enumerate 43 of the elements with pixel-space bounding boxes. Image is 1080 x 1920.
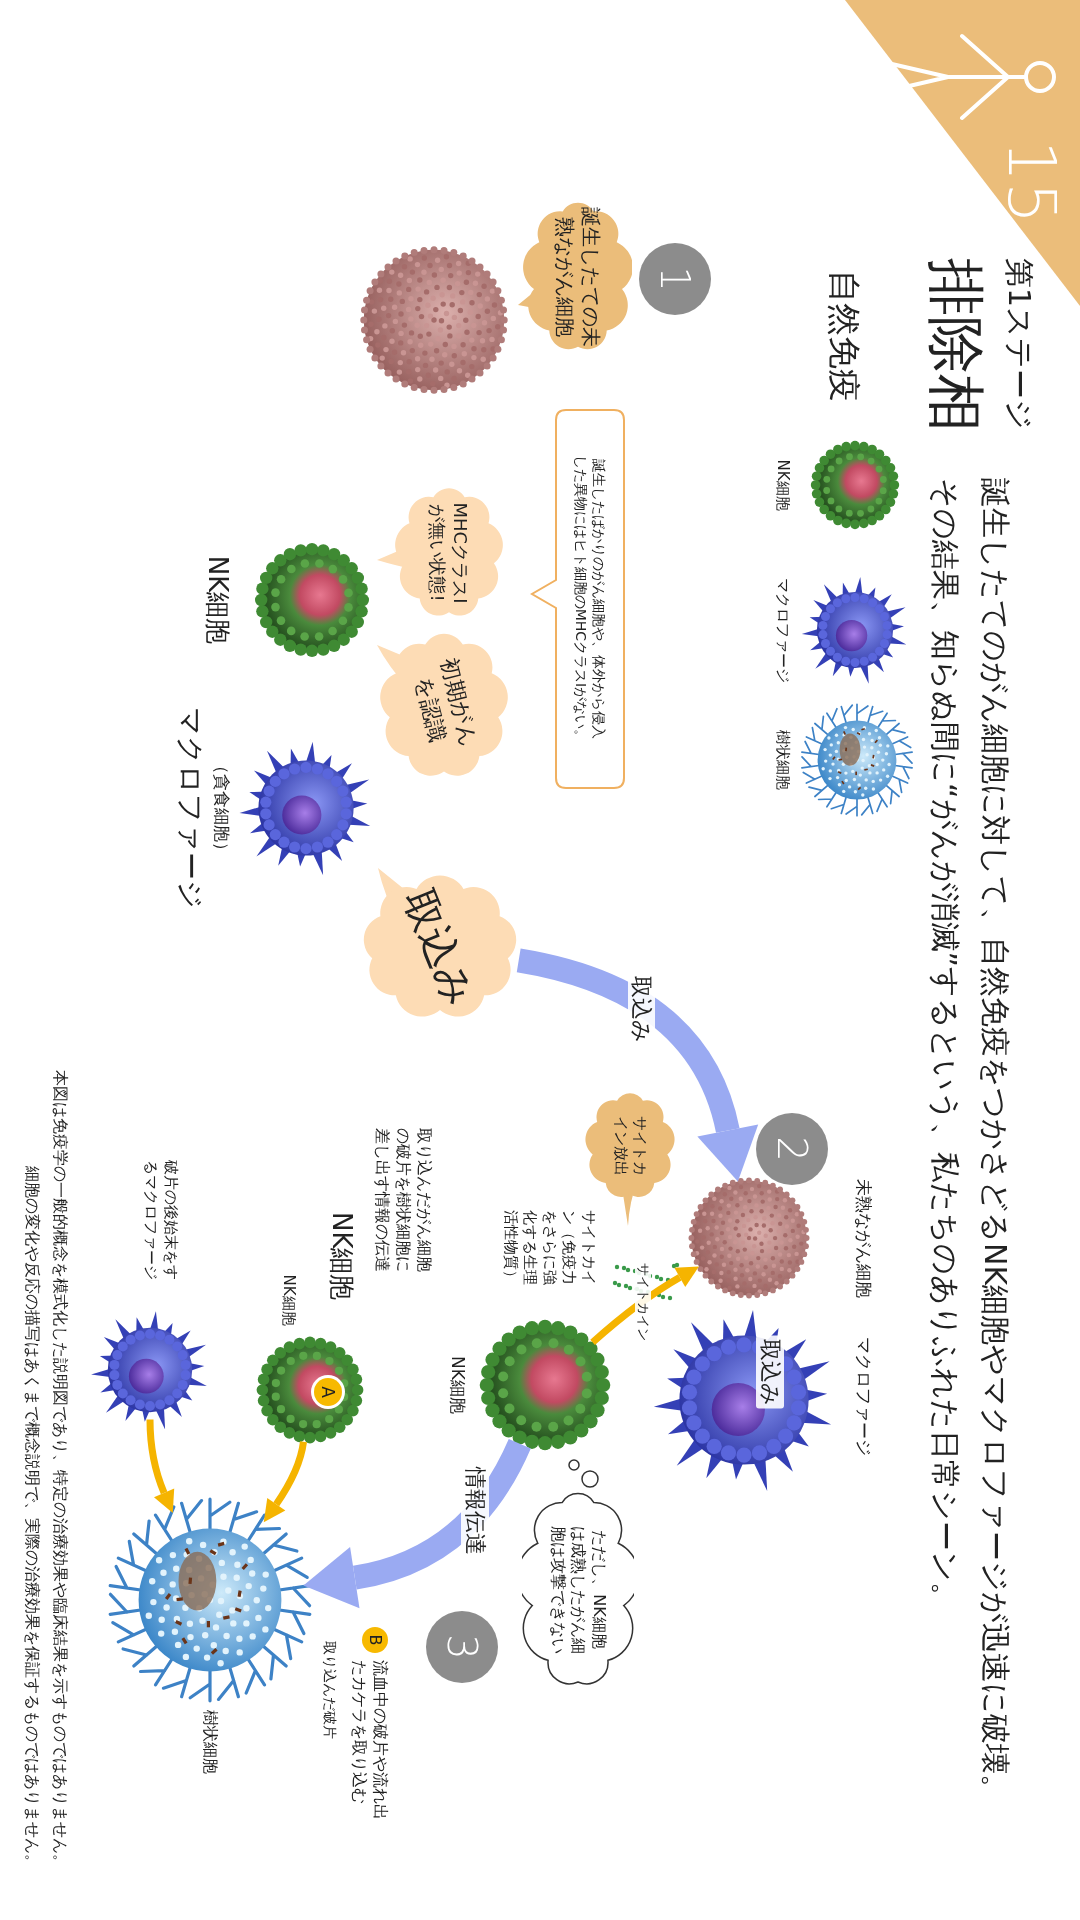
cell-label: マクロファージ [173, 707, 208, 909]
subtitle-text: 誕生したてのがん細胞に対して、自然免疫をつかさどるNK細胞やマクロファージが迅速に破壊。 [977, 478, 1014, 1805]
cell-label: 流血中の破片や流れ出たカケラを取り込む [349, 1660, 390, 1822]
callout-box [530, 408, 626, 790]
bubble-text: MHCクラスIが無い状態! [426, 501, 473, 606]
letter-badge: A [314, 1378, 342, 1406]
page-number: 15 [992, 140, 1071, 224]
cell-label: 樹状細胞 [773, 730, 792, 790]
cell-label: （貪食細胞） [211, 757, 232, 859]
bubble-text: ただし、NK細胞は成熟したがん細胞は攻撃できない [547, 1524, 610, 1656]
title: 排除相 [921, 258, 991, 432]
bubble-text: 誕生したばかりのがん細胞や、体外から侵入した異物にはヒト細胞のMHCクラスIがない。 [572, 453, 609, 746]
step-number: 1 [639, 243, 711, 315]
cell-label: 取り込んだ破片 [321, 1641, 338, 1739]
cell-label: 未熟ながん細胞 [853, 1178, 874, 1298]
cell-label: マクロファージ [853, 1336, 874, 1456]
arrow [146, 1419, 175, 1514]
note-text: 取り込んだがん細胞の破片を樹状細胞に差し出す情報の伝達 [372, 1128, 434, 1274]
step-number: 3 [426, 1611, 498, 1683]
disclaimer-text: 本図は免疫学の一般的概念を模式化した説明図であり、特定の治療効果や臨床結果を示すものではありません。 [50, 1070, 70, 1870]
bubble-text: サイトカイン放出 [611, 1115, 650, 1178]
arrow [264, 1441, 307, 1523]
cell-label: NK細胞 [326, 1212, 358, 1301]
subtitle-text: その結果、知らぬ間に“がんが消滅”するという、私たちのありふれた日常シーン。 [927, 478, 964, 1613]
arrow [590, 1266, 699, 1346]
disclaimer-text: 細胞の変化や反応の描写はあくまで概念説明で、実際の治療効果を保証するものではありません。 [22, 1166, 42, 1870]
cell-label: 樹状細胞 [200, 1710, 220, 1774]
bubble-text: 誕生したての未熟ながん細胞 [552, 207, 604, 347]
cell-label: NK細胞 [447, 1356, 468, 1414]
section-heading: 自然免疫 [824, 270, 865, 402]
stage-heading: 第1ステージ [1001, 258, 1038, 431]
cell-label: 取込み [756, 1335, 784, 1409]
step-number: 2 [756, 1113, 828, 1185]
arrow [303, 1438, 531, 1609]
cell-label: マクロファージ [773, 577, 792, 683]
cell-label: NK細胞 [279, 1274, 298, 1326]
cell-label: NK細胞 [202, 555, 234, 645]
note-text: サイトカイン（免疫力をさらに強化する生理活性物質） [501, 1210, 598, 1287]
cell-label: NK細胞 [773, 459, 792, 511]
bubble-text: 初期がんを認識 [409, 654, 483, 752]
bubble-text: 取込み [395, 881, 485, 1014]
letter-badge: B [362, 1627, 388, 1653]
cell-label: 破片の後始末をするマクロファージ [141, 1160, 180, 1282]
